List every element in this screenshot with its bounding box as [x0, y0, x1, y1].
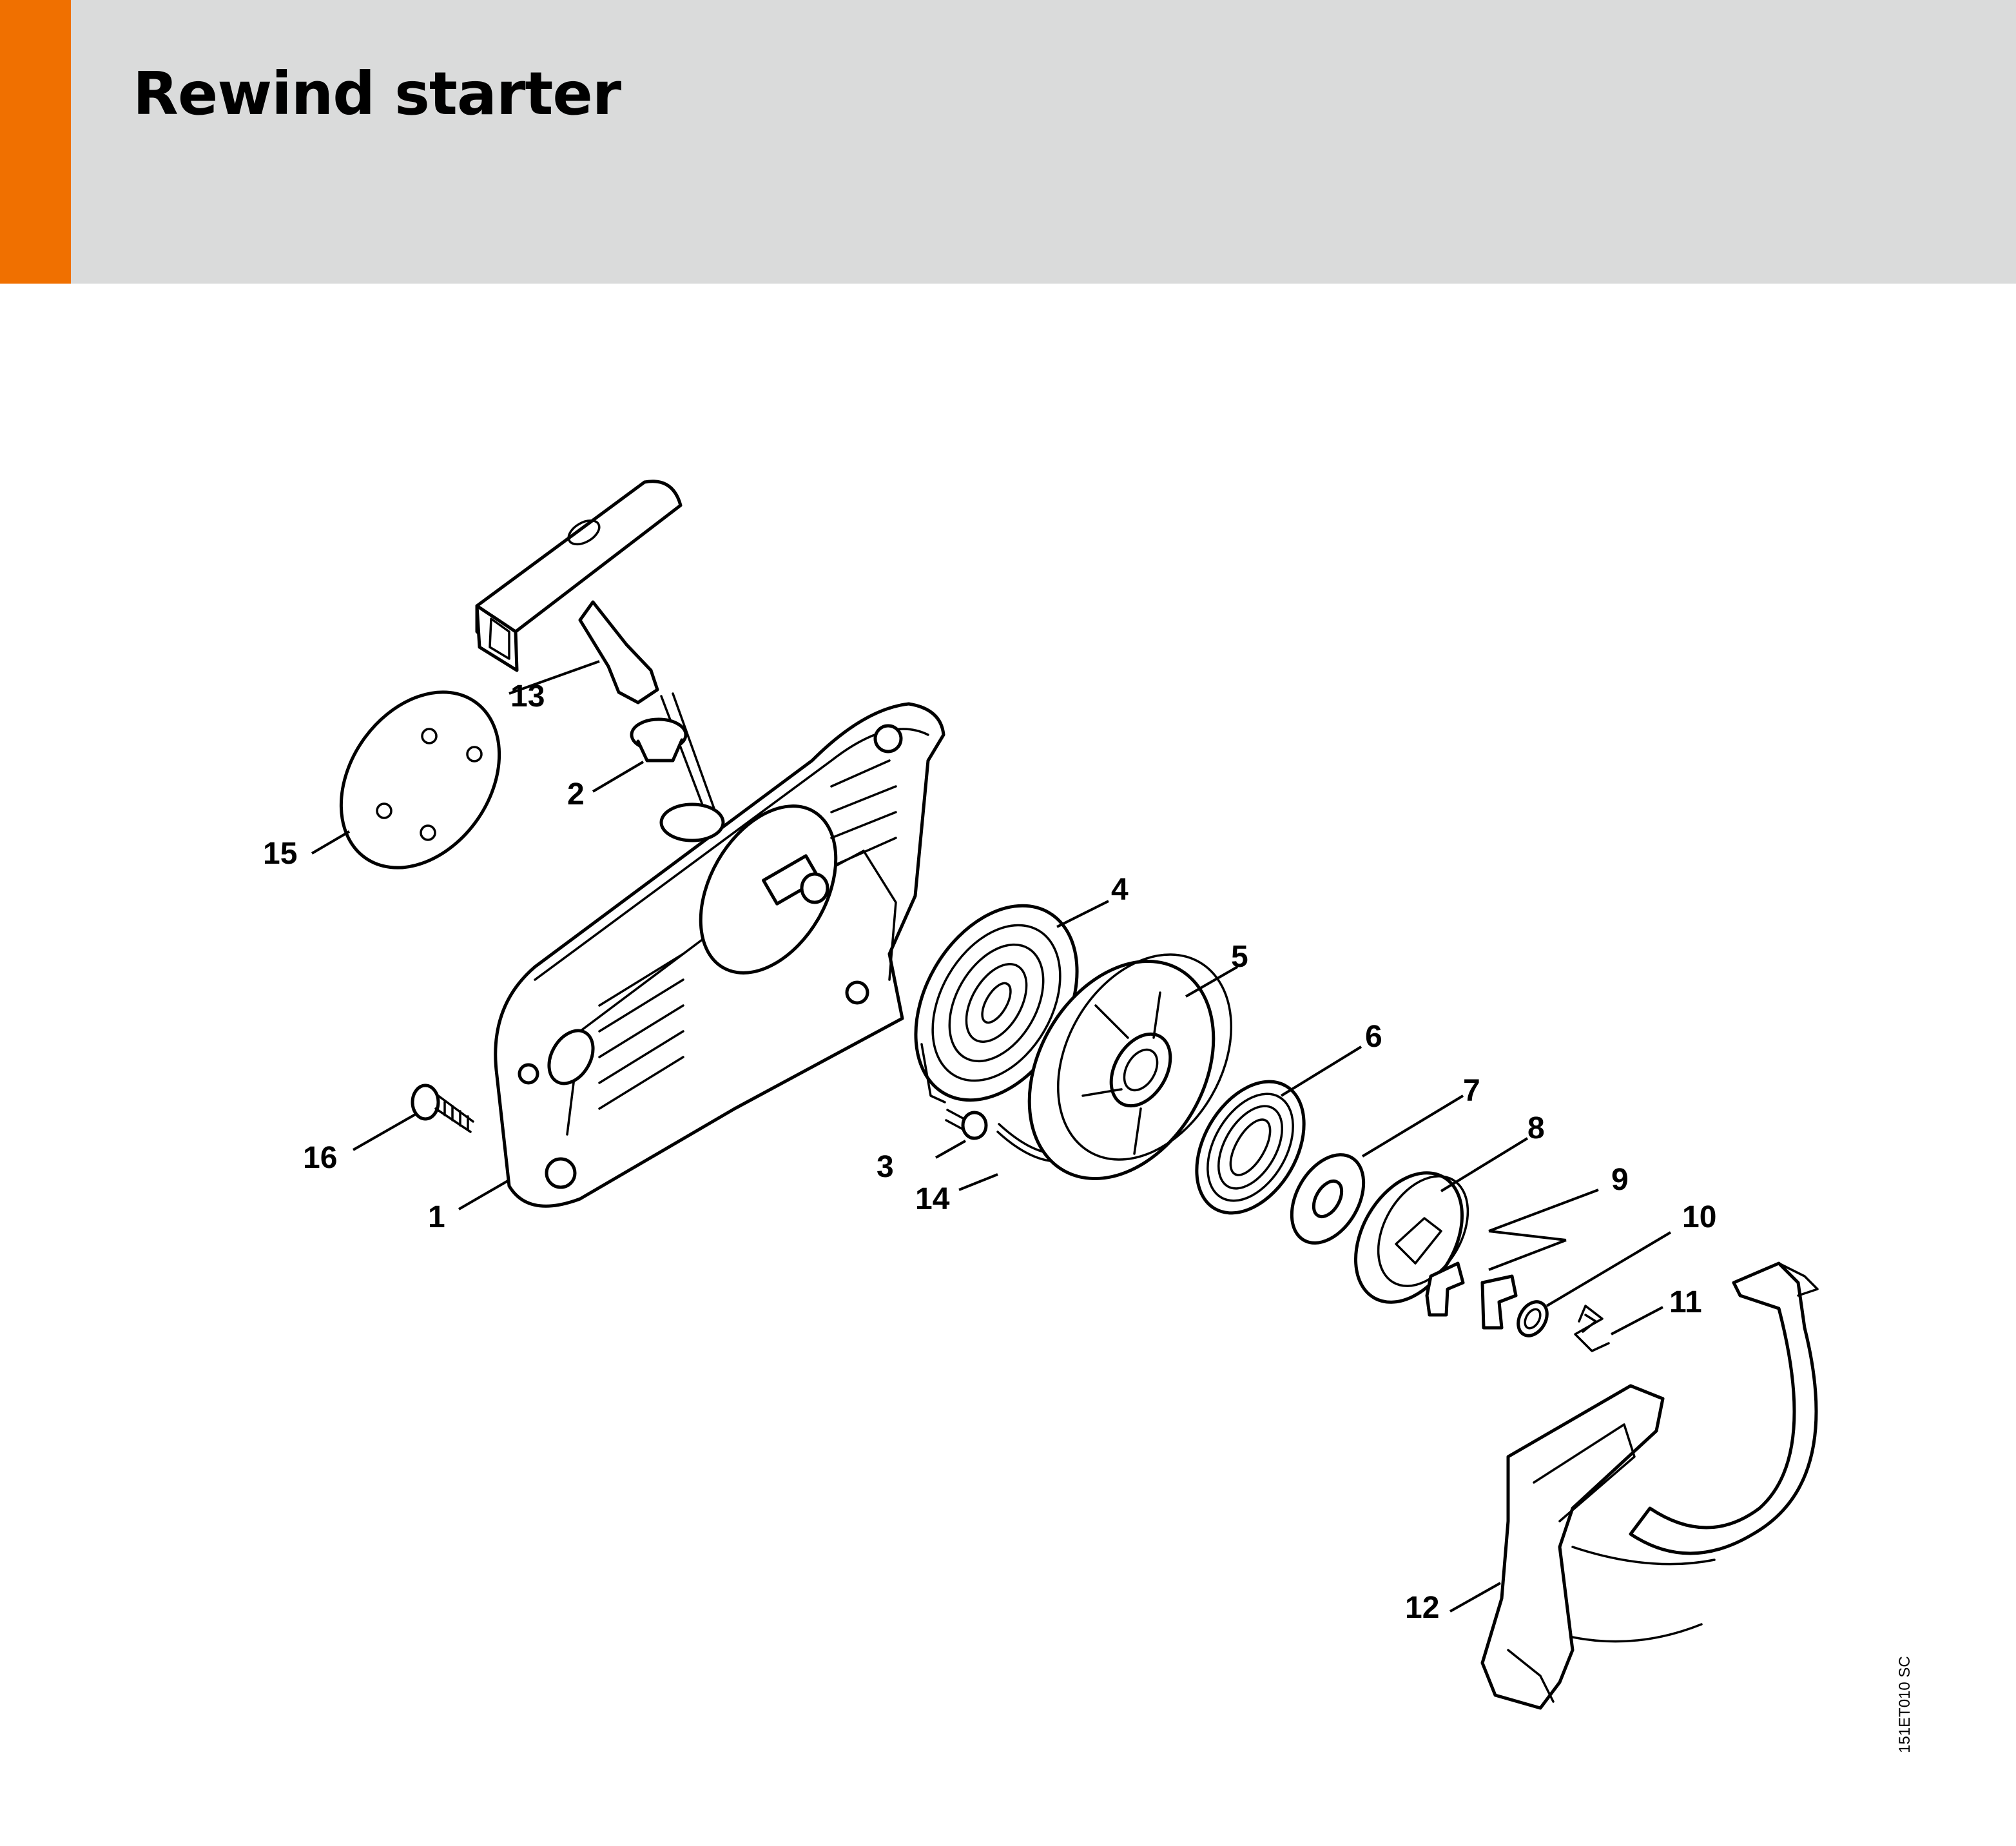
header-band	[0, 0, 2016, 284]
part-16-screw	[411, 1083, 474, 1133]
callout-3: 3	[877, 1150, 894, 1184]
page-title: Rewind starter	[133, 59, 621, 128]
callout-14: 14	[915, 1182, 950, 1216]
callout-4: 4	[1111, 873, 1129, 907]
part-12-guard	[1480, 1261, 1819, 1710]
callout-15: 15	[263, 837, 297, 871]
callout-labels: 1 2 3 4 5 6 7 8 9 10 11 12 13 14 15 16	[263, 679, 1716, 1625]
callout-12: 12	[1405, 1591, 1439, 1625]
leader-lines	[311, 660, 1672, 1613]
part-8-pawl-carrier	[1354, 1171, 1469, 1304]
part-13-starter-grip	[475, 480, 717, 820]
part-7-washer	[1290, 1153, 1366, 1245]
part-11-spring-clip	[1574, 1305, 1610, 1352]
callout-1: 1	[428, 1200, 445, 1234]
callout-16: 16	[303, 1141, 337, 1175]
part-2-rope-bushing	[630, 717, 688, 763]
callout-13: 13	[510, 679, 545, 714]
part-9-pawls	[1425, 1261, 1518, 1330]
drawing-code: 151ET010 SC	[1896, 1656, 1914, 1753]
part-5-rope-rotor	[1027, 953, 1233, 1181]
part-3-screw	[945, 1109, 988, 1140]
callout-10: 10	[1682, 1200, 1716, 1234]
callout-11: 11	[1669, 1285, 1702, 1319]
callout-7: 7	[1463, 1074, 1480, 1108]
callout-8: 8	[1527, 1111, 1545, 1145]
callout-6: 6	[1365, 1020, 1382, 1054]
part-15-cover-disc	[339, 690, 501, 870]
callout-9: 9	[1611, 1163, 1629, 1197]
part-10-ring	[1517, 1300, 1549, 1337]
part-6-spring	[1195, 1080, 1306, 1215]
callout-5: 5	[1231, 940, 1248, 974]
orange-accent-bar	[0, 0, 71, 284]
callout-2: 2	[567, 777, 585, 811]
part-1-fan-housing	[494, 702, 945, 1208]
